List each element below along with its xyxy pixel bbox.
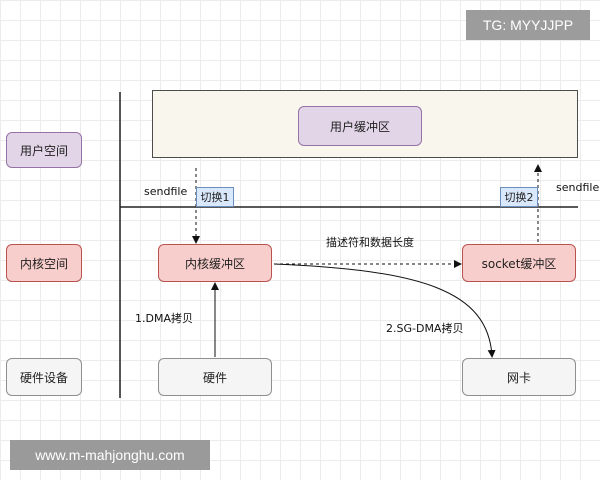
nic-box: 网卡 bbox=[462, 358, 576, 396]
user-space-label: 用户空间 bbox=[6, 132, 82, 168]
sendfile-right-label: sendfile bbox=[556, 181, 600, 194]
descriptor-label: 描述符和数据长度 bbox=[326, 236, 414, 249]
site-watermark: www.m-mahjonghu.com bbox=[10, 440, 210, 470]
kernel-space-label: 内核空间 bbox=[6, 244, 82, 282]
hardware-device-label: 硬件设备 bbox=[6, 358, 82, 396]
sg-dma-copy-label: 2.SG-DMA拷贝 bbox=[386, 322, 464, 335]
socket-buffer: socket缓冲区 bbox=[462, 244, 576, 282]
switch2-box: 切换2 bbox=[500, 187, 538, 207]
tg-watermark: TG: MYYJJPP bbox=[466, 10, 590, 40]
user-buffer: 用户缓冲区 bbox=[298, 106, 422, 146]
dma-copy-label: 1.DMA拷贝 bbox=[135, 312, 193, 325]
sendfile-left-label: sendfile bbox=[144, 185, 188, 198]
sg-dma-copy-arrow bbox=[273, 263, 496, 358]
switch1-box: 切换1 bbox=[196, 187, 234, 207]
hardware-box: 硬件 bbox=[158, 358, 272, 396]
kernel-buffer: 内核缓冲区 bbox=[158, 244, 272, 282]
